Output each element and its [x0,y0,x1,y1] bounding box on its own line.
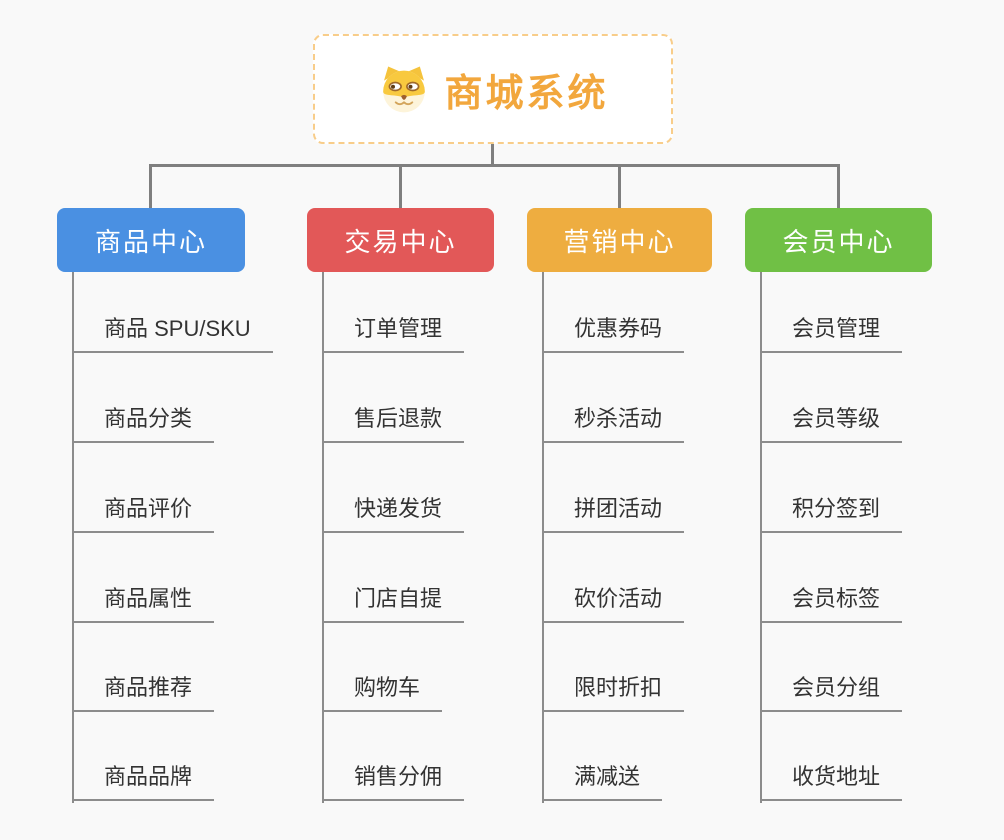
leaf-express-shipping[interactable]: 快递发货 [322,495,465,533]
leaf-flash-sale[interactable]: 秒杀活动 [542,405,685,443]
connector-drop-2 [399,164,402,208]
spine-marketing-center [542,272,544,803]
connector-root-stem [491,144,494,165]
leaf-full-reduction[interactable]: 满减送 [542,763,663,801]
leaf-coupon-code[interactable]: 优惠券码 [542,315,685,353]
leaf-aftersale-refund[interactable]: 售后退款 [322,405,465,443]
connector-horizontal-bar [149,164,840,167]
leaf-product-spu-sku[interactable]: 商品 SPU/SKU [72,315,273,353]
spine-product-center [72,272,74,803]
leaf-group-buy[interactable]: 拼团活动 [542,495,685,533]
branch-product-center[interactable]: 商品中心 [57,208,245,272]
connector-drop-3 [618,164,621,208]
connector-drop-1 [149,164,152,208]
spine-trade-center [322,272,324,803]
leaf-points-checkin[interactable]: 积分签到 [760,495,903,533]
leaf-product-attribute[interactable]: 商品属性 [72,585,215,623]
leaf-bargain-activity[interactable]: 砍价活动 [542,585,685,623]
connector-drop-4 [837,164,840,208]
leaf-store-pickup[interactable]: 门店自提 [322,585,465,623]
spine-member-center [760,272,762,803]
leaf-shipping-address[interactable]: 收货地址 [760,763,903,801]
branch-member-center[interactable]: 会员中心 [745,208,932,272]
leaf-shopping-cart[interactable]: 购物车 [322,674,443,712]
leaf-member-level[interactable]: 会员等级 [760,405,903,443]
branch-trade-center[interactable]: 交易中心 [307,208,494,272]
leaf-member-group[interactable]: 会员分组 [760,674,903,712]
leaf-limited-discount[interactable]: 限时折扣 [542,674,685,712]
leaf-member-management[interactable]: 会员管理 [760,315,903,353]
leaf-sales-commission[interactable]: 销售分佣 [322,763,465,801]
root-title: 商城系统 [444,72,609,115]
branch-marketing-center[interactable]: 营销中心 [527,208,712,272]
doge-icon [377,64,431,114]
leaf-member-tag[interactable]: 会员标签 [760,585,903,623]
leaf-product-category[interactable]: 商品分类 [72,405,215,443]
leaf-order-management[interactable]: 订单管理 [322,315,465,353]
leaf-product-brand[interactable]: 商品品牌 [72,763,215,801]
leaf-product-recommend[interactable]: 商品推荐 [72,674,215,712]
root-node[interactable]: 商城系统 [313,34,673,144]
leaf-product-review[interactable]: 商品评价 [72,495,215,533]
